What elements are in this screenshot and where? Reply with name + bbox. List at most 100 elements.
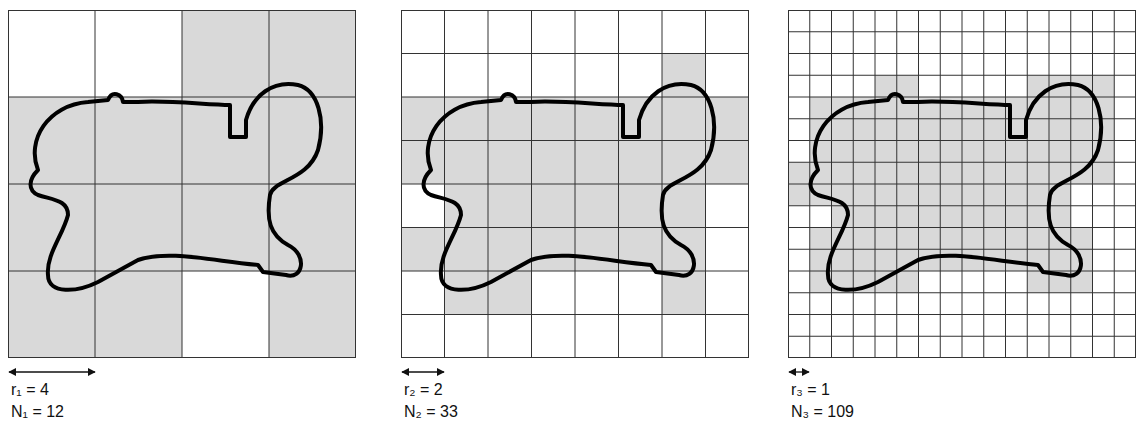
box-size-label: r₁ = 4 <box>11 381 49 399</box>
grid-line <box>401 227 749 228</box>
covered-cell <box>919 162 941 184</box>
covered-cell <box>940 141 962 163</box>
grid-line <box>1070 10 1071 358</box>
covered-cell <box>940 249 962 271</box>
grid-border <box>789 11 1136 358</box>
grid-line <box>788 336 1136 337</box>
covered-cell <box>853 141 875 163</box>
covered-cell <box>940 184 962 206</box>
covered-cell <box>919 119 941 141</box>
covered-cell <box>619 184 663 228</box>
covered-cell <box>788 162 810 184</box>
covered-cell <box>853 249 875 271</box>
covered-cell <box>1027 141 1049 163</box>
covered-cell <box>1049 249 1071 271</box>
covered-cell <box>575 141 619 185</box>
grid-line <box>788 227 1136 228</box>
covered-cell <box>662 97 706 141</box>
covered-cell <box>1027 162 1049 184</box>
grid-border <box>402 11 749 358</box>
grid-line <box>662 10 663 358</box>
grid-line <box>788 205 1136 206</box>
covered-cell <box>95 271 182 358</box>
covered-cell <box>919 184 941 206</box>
grid-line <box>788 184 1136 185</box>
covered-cell <box>940 119 962 141</box>
covered-cell <box>269 184 356 271</box>
grid-line <box>401 271 749 272</box>
covered-cell <box>832 249 854 271</box>
covered-cell <box>1093 162 1115 184</box>
covered-cell <box>1027 228 1049 250</box>
covered-cell <box>1027 206 1049 228</box>
covered-cell <box>962 97 984 119</box>
covered-cell <box>1027 119 1049 141</box>
covered-cell <box>95 97 182 184</box>
grid-line <box>8 184 356 185</box>
box-size-label: r₂ = 2 <box>404 381 443 399</box>
covered-cell <box>1006 162 1028 184</box>
covered-cell <box>919 141 941 163</box>
covered-cell <box>1027 75 1049 97</box>
grid-line <box>1005 10 1006 358</box>
covered-cell <box>788 184 810 206</box>
grid-border <box>9 11 356 358</box>
covered-cell <box>875 162 897 184</box>
covered-cell <box>984 184 1006 206</box>
box-size-label: r₃ = 1 <box>791 381 830 399</box>
covered-cell <box>575 228 619 272</box>
scale-arrow <box>9 371 95 372</box>
covered-cell <box>853 162 875 184</box>
covered-cell <box>532 141 576 185</box>
covered-cell <box>1049 141 1071 163</box>
covered-cell <box>940 162 962 184</box>
covered-cell <box>488 141 532 185</box>
covered-cell <box>897 119 919 141</box>
covered-cell <box>875 249 897 271</box>
covered-cell <box>1049 97 1071 119</box>
grid-line <box>1114 10 1115 358</box>
shape-outline <box>424 84 715 290</box>
covered-cell <box>532 228 576 272</box>
covered-cell <box>853 184 875 206</box>
covered-cell <box>897 162 919 184</box>
covered-cell <box>401 228 445 272</box>
covered-cell <box>919 228 941 250</box>
grid-line <box>983 10 984 358</box>
covered-cell <box>962 249 984 271</box>
box-count-label: N₂ = 33 <box>404 403 458 421</box>
covered-cell <box>875 228 897 250</box>
covered-cell <box>488 271 532 315</box>
covered-cell <box>897 228 919 250</box>
covered-cell <box>875 119 897 141</box>
covered-cell <box>182 97 269 184</box>
covered-cell <box>897 206 919 228</box>
grid-line <box>269 10 270 358</box>
covered-cell <box>269 97 356 184</box>
covered-cell <box>897 184 919 206</box>
covered-cell <box>810 228 832 250</box>
scale-arrow <box>789 371 809 372</box>
covered-cell <box>832 162 854 184</box>
grid-line <box>618 10 619 358</box>
covered-cell <box>532 184 576 228</box>
covered-cell <box>1071 97 1093 119</box>
box-count-label: N₃ = 109 <box>791 403 854 421</box>
covered-cell <box>962 162 984 184</box>
covered-cell <box>619 141 663 185</box>
covered-cell <box>984 228 1006 250</box>
grid-line <box>401 184 749 185</box>
covered-cell <box>897 271 919 293</box>
covered-cell <box>875 141 897 163</box>
covered-cell <box>575 184 619 228</box>
covered-cell <box>401 97 445 141</box>
covered-cell <box>984 162 1006 184</box>
covered-cell <box>810 97 832 119</box>
grid-line <box>8 271 356 272</box>
covered-cell <box>984 119 1006 141</box>
grid-line <box>1027 10 1028 358</box>
covered-cell <box>182 10 269 97</box>
covered-cell <box>962 184 984 206</box>
covered-cell <box>445 184 489 228</box>
covered-cell <box>1071 119 1093 141</box>
